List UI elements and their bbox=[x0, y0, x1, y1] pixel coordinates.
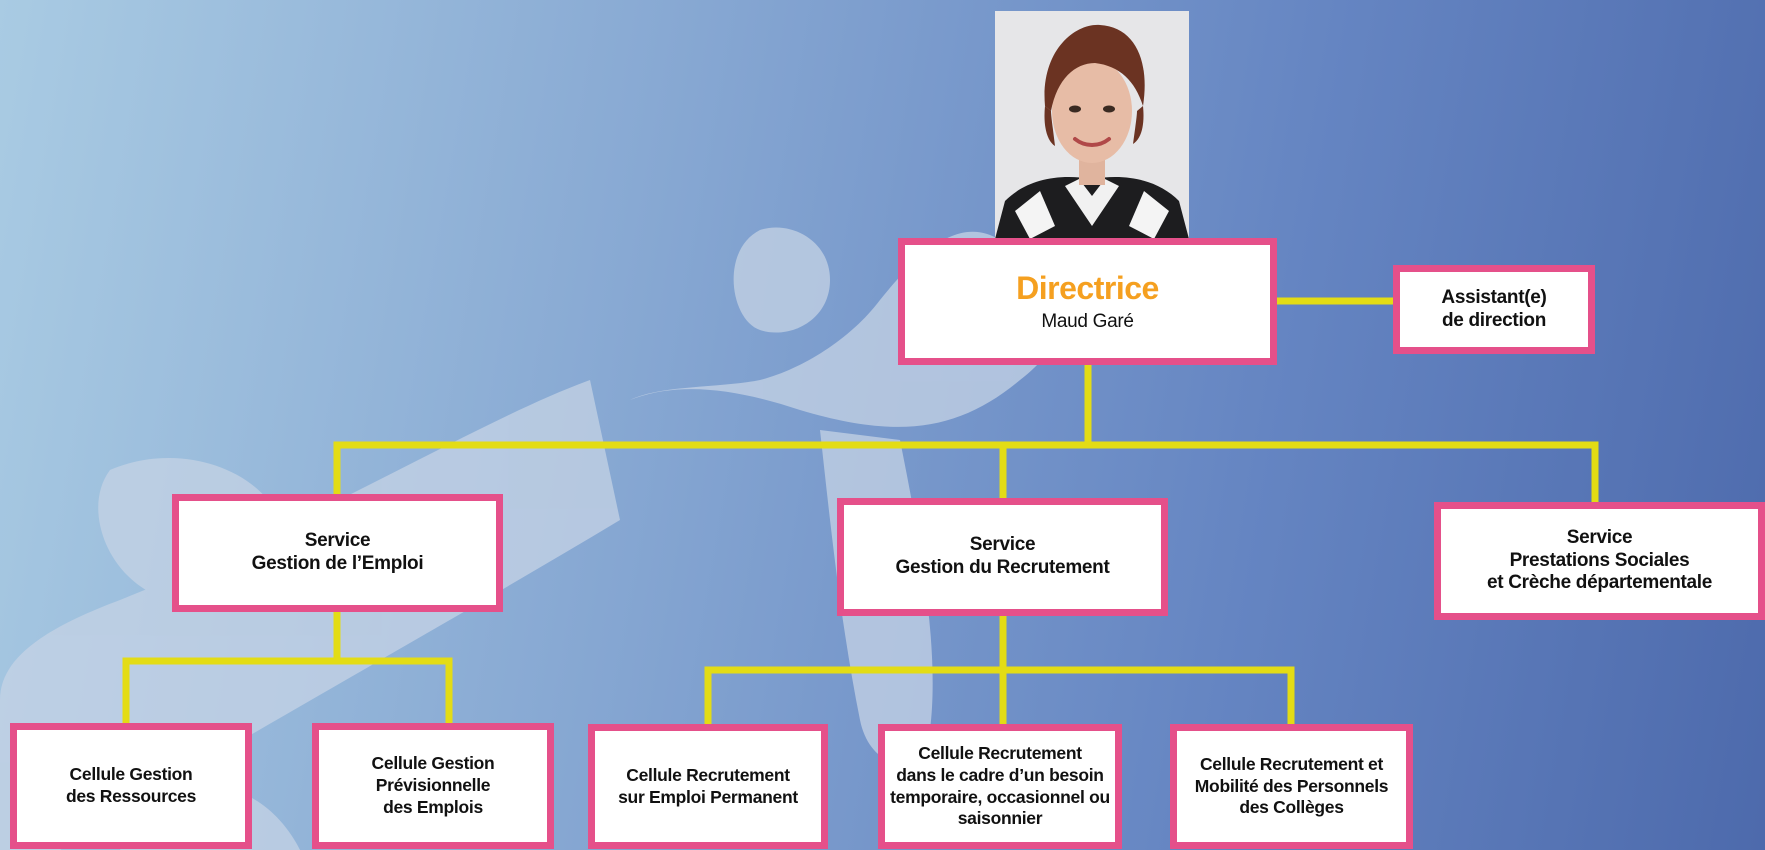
cellule-5-line-2: Mobilité des Personnels bbox=[1194, 775, 1389, 796]
service-prestations-sociales-box: Service Prestations Sociales et Crèche d… bbox=[1434, 502, 1765, 620]
directrice-name: Maud Garé bbox=[1041, 310, 1134, 332]
service-2-line-2: Gestion du Recrutement bbox=[895, 557, 1110, 578]
cellule-4-line-1: Cellule Recrutement bbox=[918, 742, 1082, 763]
assistant-line-1: Assistant(e) bbox=[1441, 286, 1547, 308]
cellule-1-line-1: Cellule Gestion bbox=[69, 764, 193, 785]
service-3-line-3: et Crèche départementale bbox=[1486, 572, 1713, 594]
cellule-5-line-3: des Collèges bbox=[1239, 797, 1344, 818]
assistant-line-2: de direction bbox=[1441, 309, 1547, 331]
service-1-line-2: Gestion de l’Emploi bbox=[251, 553, 424, 574]
assistant-direction-box: Assistant(e) de direction bbox=[1393, 265, 1595, 354]
cellule-recrutement-permanent-box: Cellule Recrutement sur Emploi Permanent bbox=[588, 724, 828, 849]
cellule-2-line-1: Cellule Gestion bbox=[371, 753, 495, 774]
service-gestion-emploi-box: Service Gestion de l’Emploi bbox=[172, 494, 503, 612]
cellule-recrutement-colleges-box: Cellule Recrutement et Mobilité des Pers… bbox=[1170, 724, 1413, 849]
service-1-line-1: Service bbox=[304, 530, 371, 552]
cellule-5-line-1: Cellule Recrutement et bbox=[1199, 753, 1384, 774]
service-3-line-2: Prestations Sociales bbox=[1509, 549, 1690, 571]
cellule-4-line-3: temporaire, occasionnel ou bbox=[890, 786, 1110, 807]
portrait-illustration bbox=[995, 11, 1189, 239]
cellule-gestion-ressources-box: Cellule Gestion des Ressources bbox=[10, 723, 252, 849]
directrice-title: Directrice bbox=[1016, 269, 1159, 306]
cellule-2-line-3: des Emplois bbox=[383, 796, 483, 817]
cellule-3-line-1: Cellule Recrutement bbox=[626, 764, 790, 785]
directrice-photo bbox=[995, 11, 1189, 239]
cellule-3-line-2: sur Emploi Permanent bbox=[618, 786, 798, 807]
service-gestion-recrutement-box: Service Gestion du Recrutement bbox=[837, 498, 1168, 616]
service-2-line-1: Service bbox=[969, 534, 1036, 556]
cellule-gestion-previsionnelle-box: Cellule Gestion Prévisionnelle des Emplo… bbox=[312, 723, 554, 849]
cellule-recrutement-temporaire-box: Cellule Recrutement dans le cadre d’un b… bbox=[878, 724, 1122, 849]
cellule-2-line-2: Prévisionnelle bbox=[375, 775, 491, 796]
cellule-4-line-4: saisonnier bbox=[957, 808, 1043, 829]
cellule-1-line-2: des Ressources bbox=[65, 786, 197, 806]
service-3-line-1: Service bbox=[1566, 526, 1633, 548]
cellule-4-line-2: dans le cadre d’un besoin bbox=[896, 764, 1104, 785]
directrice-box: Directrice Maud Garé bbox=[898, 238, 1277, 365]
